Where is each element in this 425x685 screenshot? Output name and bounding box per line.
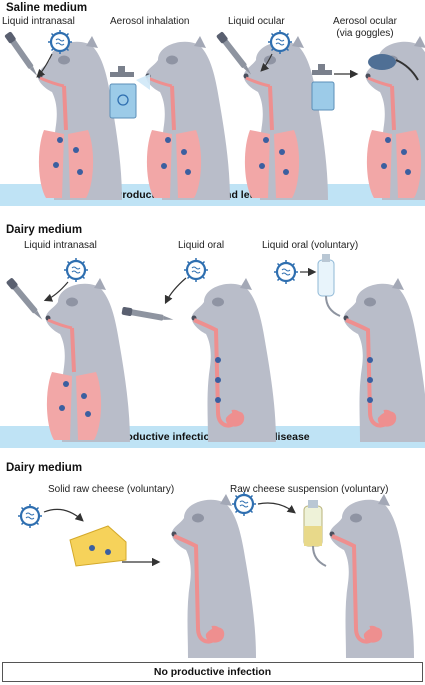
ferret-2 [144, 36, 230, 200]
aerosol-device-icon [109, 66, 150, 119]
dropper-icon [4, 31, 41, 79]
ferret-1 [36, 36, 122, 200]
ferret-6 [191, 278, 276, 442]
ferret-5 [44, 278, 130, 442]
label-liquid-intranasal-1: Liquid intranasal [2, 16, 75, 27]
virus-icon [46, 28, 74, 56]
label-liquid-ocular: Liquid ocular [228, 16, 285, 27]
ferret-3 [242, 36, 328, 200]
virus-icon [182, 256, 210, 284]
ferret-9 [329, 494, 414, 658]
label-aerosol-inhalation: Aerosol inhalation [110, 16, 190, 27]
virus-dots-section-1 [53, 137, 411, 175]
virus-icon [266, 28, 294, 56]
section-title-dairy-1: Dairy medium [6, 224, 83, 236]
virus-icon [16, 502, 44, 530]
virus-dots-section-2 [59, 357, 373, 417]
section-title-dairy-2: Dairy medium [6, 462, 83, 474]
label-raw-cheese-suspension: Raw cheese suspension (voluntary) [230, 484, 389, 495]
aerosol-device-icon [311, 64, 359, 111]
label-aerosol-ocular: Aerosol ocular [333, 16, 397, 27]
virus-icon [62, 256, 90, 284]
ferret-8 [171, 494, 256, 658]
dropper-icon [121, 306, 175, 324]
bottle-icon [303, 500, 327, 567]
cheese-icon [69, 525, 127, 567]
goggles-icon [368, 54, 419, 81]
label-liquid-oral: Liquid oral [178, 240, 225, 251]
ferret-7 [343, 278, 425, 442]
outcome-banner-3: No productive infection [2, 662, 423, 682]
bottle-icon [317, 254, 341, 317]
label-solid-raw-cheese: Solid raw cheese (voluntary) [48, 484, 175, 495]
section-title-saline: Saline medium [6, 2, 88, 14]
dropper-icon [5, 277, 46, 323]
label-liquid-intranasal-2: Liquid intranasal [24, 240, 97, 251]
label-liquid-oral-voluntary: Liquid oral (voluntary) [262, 240, 359, 251]
virus-icon [230, 490, 258, 518]
virus-icon [272, 258, 300, 286]
label-via-goggles: (via goggles) [336, 28, 394, 39]
dropper-icon [215, 31, 255, 78]
